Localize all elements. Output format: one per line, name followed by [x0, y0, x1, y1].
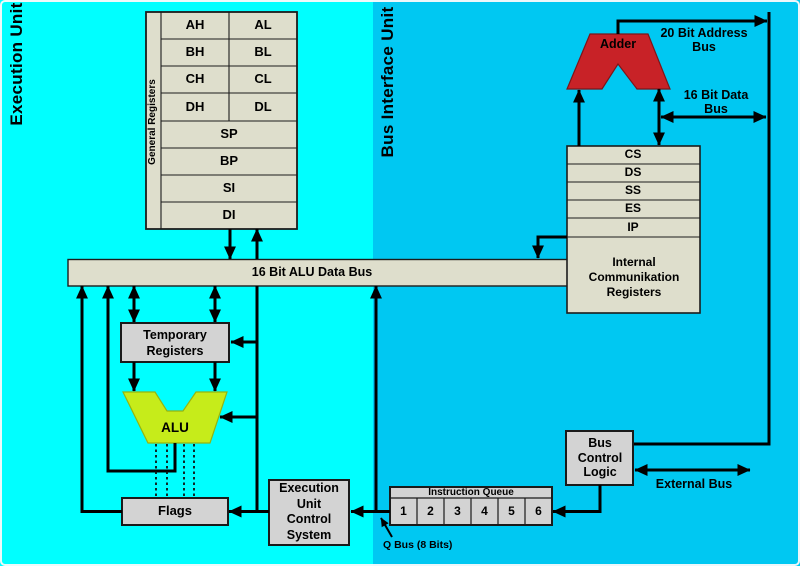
segment-cs: CS [624, 147, 642, 162]
register-sp: SP [220, 126, 238, 142]
register-ah: AH [185, 17, 205, 33]
q-bus-label: Q Bus (8 Bits) [383, 539, 453, 552]
line-flags-to-bus [76, 285, 122, 513]
adder-shape [566, 33, 671, 90]
queue-cell-6: 6 [535, 503, 542, 518]
line-alu-to-bus [102, 285, 177, 473]
segment-es: ES [624, 201, 641, 216]
line-buscontrol-queue [552, 485, 602, 518]
register-dh: DH [185, 98, 205, 114]
data-bus-label: 16 Bit Data Bus [683, 88, 749, 116]
line-segregs-databus [532, 235, 567, 259]
bus-control-logic-label: Bus Control Logic [577, 436, 623, 480]
register-bl: BL [254, 44, 272, 60]
segment-ds: DS [624, 165, 642, 180]
bus-interface-unit-label: Bus Interface Unit [378, 6, 398, 158]
register-bh: BH [185, 44, 205, 60]
register-al: AL [254, 17, 272, 33]
queue-cell-4: 4 [481, 503, 488, 518]
line-bus-trunk [634, 12, 771, 446]
register-ch: CH [185, 71, 205, 87]
flags-label: Flags [158, 503, 192, 519]
arrow-adder-addressbus [616, 15, 768, 34]
register-dl: DL [254, 98, 272, 114]
instruction-queue-label: Instruction Queue [428, 486, 514, 498]
instruction-queue-grid [390, 497, 552, 525]
queue-cell-5: 5 [508, 503, 515, 518]
queue-cell-3: 3 [454, 503, 461, 518]
internal-comm-registers-label: Internal Communikation Registers [588, 254, 680, 299]
register-bp: BP [219, 153, 239, 169]
bus-control-logic-box [565, 430, 634, 486]
register-cl: CL [254, 71, 272, 87]
segment-ss: SS [624, 183, 641, 198]
register-si: SI [222, 180, 236, 196]
temporary-registers-label: Temporary Registers [143, 328, 207, 358]
queue-cell-1: 1 [400, 503, 407, 518]
alu-label: ALU [161, 420, 189, 436]
register-di: DI [222, 207, 236, 223]
general-registers-label: General Registers [147, 79, 159, 165]
alu-flags-status-lines [155, 444, 195, 497]
execution-unit-label: Execution Unit [7, 2, 27, 126]
external-bus-label: External Bus [655, 476, 733, 491]
qbus-pointer-arrow [380, 517, 393, 538]
register-grid-lines [160, 12, 700, 238]
alu-shape [122, 391, 228, 444]
segment-ip: IP [627, 219, 639, 234]
adder-label: Adder [599, 37, 637, 52]
temporary-registers-box [120, 322, 230, 363]
alu-data-bus-label: 16 Bit ALU Data Bus [251, 265, 373, 280]
internal-comm-registers-box [566, 145, 701, 314]
eu-control-system-label: Execution Unit Control System [279, 481, 339, 542]
queue-cell-2: 2 [427, 503, 434, 518]
address-bus-label: 20 Bit Address Bus [660, 26, 748, 54]
